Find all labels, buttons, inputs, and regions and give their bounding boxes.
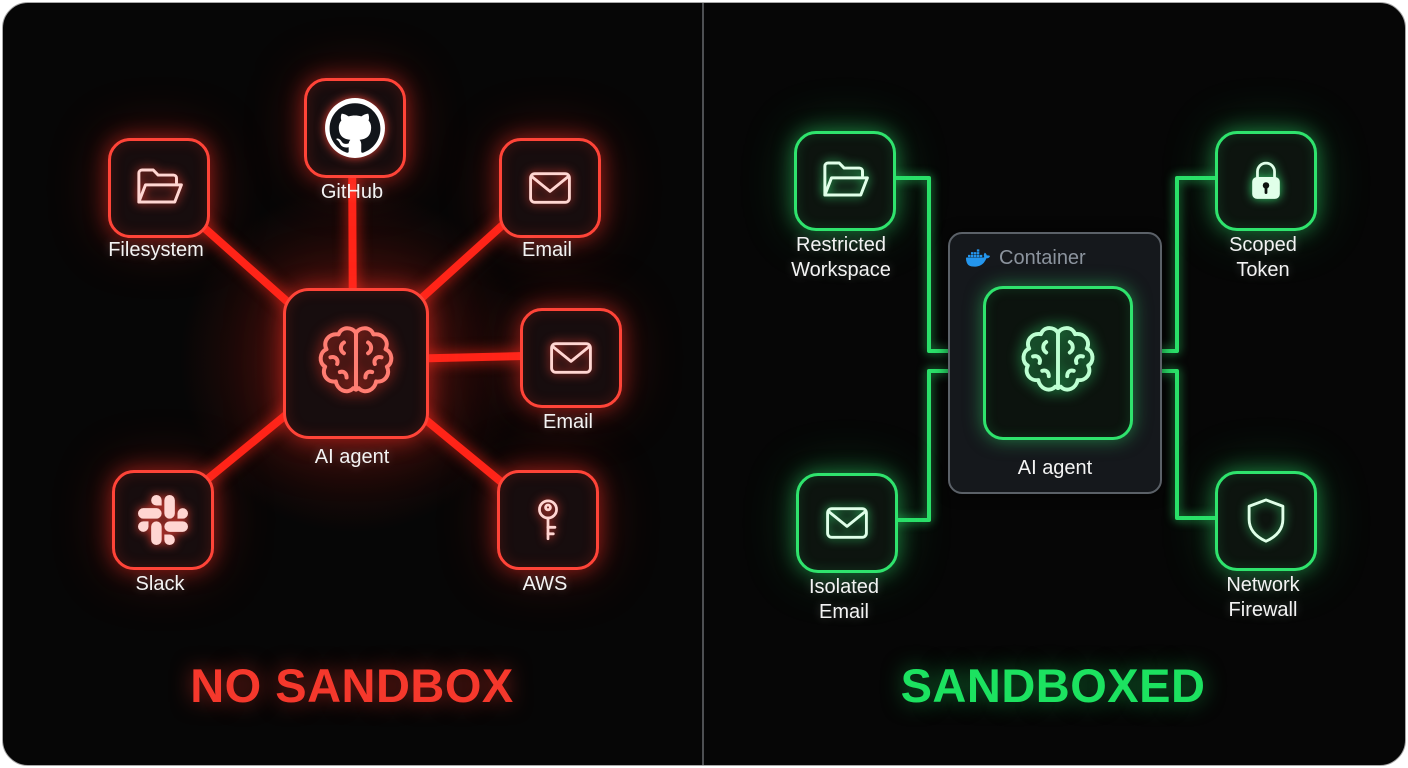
node-aws bbox=[497, 470, 599, 570]
container-header: Container bbox=[966, 246, 1086, 270]
network-firewall-label: Network Firewall bbox=[1226, 574, 1300, 621]
docker-container: Container AI agent bbox=[948, 232, 1162, 494]
envelope-icon bbox=[544, 331, 598, 385]
node-filesystem bbox=[108, 138, 210, 238]
lock-icon bbox=[1240, 155, 1292, 207]
node-restricted-workspace bbox=[794, 131, 896, 231]
node-github bbox=[304, 78, 406, 178]
ai-agent-left-label: AI agent bbox=[314, 446, 390, 468]
github-icon bbox=[324, 97, 386, 159]
envelope-icon bbox=[523, 161, 577, 215]
slack-icon bbox=[138, 495, 188, 545]
panel-divider bbox=[702, 3, 704, 765]
isolated-email-label: Isolated Email bbox=[808, 576, 880, 623]
github-label: GitHub bbox=[320, 181, 384, 203]
ai-agent-right-label: AI agent bbox=[1017, 457, 1093, 479]
aws-label: AWS bbox=[522, 573, 568, 595]
key-icon bbox=[522, 494, 574, 546]
email-right-label: Email bbox=[542, 411, 594, 433]
restricted-workspace-label: Restricted Workspace bbox=[791, 234, 891, 281]
envelope-icon bbox=[820, 496, 874, 550]
email-top-label: Email bbox=[521, 239, 573, 261]
right-title: SANDBOXED bbox=[900, 659, 1206, 712]
node-email-right bbox=[520, 308, 622, 408]
folder-icon bbox=[817, 153, 873, 209]
brain-icon bbox=[313, 321, 399, 407]
docker-icon bbox=[966, 246, 990, 270]
node-email-top bbox=[499, 138, 601, 238]
folder-icon bbox=[131, 160, 187, 216]
scoped-token-label: Scoped Token bbox=[1229, 234, 1297, 281]
container-label: Container bbox=[999, 246, 1086, 269]
node-scoped-token bbox=[1215, 131, 1317, 231]
slack-label: Slack bbox=[135, 573, 185, 595]
node-network-firewall bbox=[1215, 471, 1317, 571]
node-ai-agent-left bbox=[283, 288, 429, 439]
node-ai-agent-right bbox=[983, 286, 1133, 440]
node-isolated-email bbox=[796, 473, 898, 573]
node-slack bbox=[112, 470, 214, 570]
left-title: NO SANDBOX bbox=[190, 659, 514, 712]
brain-icon bbox=[1016, 321, 1100, 405]
filesystem-label: Filesystem bbox=[108, 239, 204, 261]
shield-icon bbox=[1239, 494, 1293, 548]
